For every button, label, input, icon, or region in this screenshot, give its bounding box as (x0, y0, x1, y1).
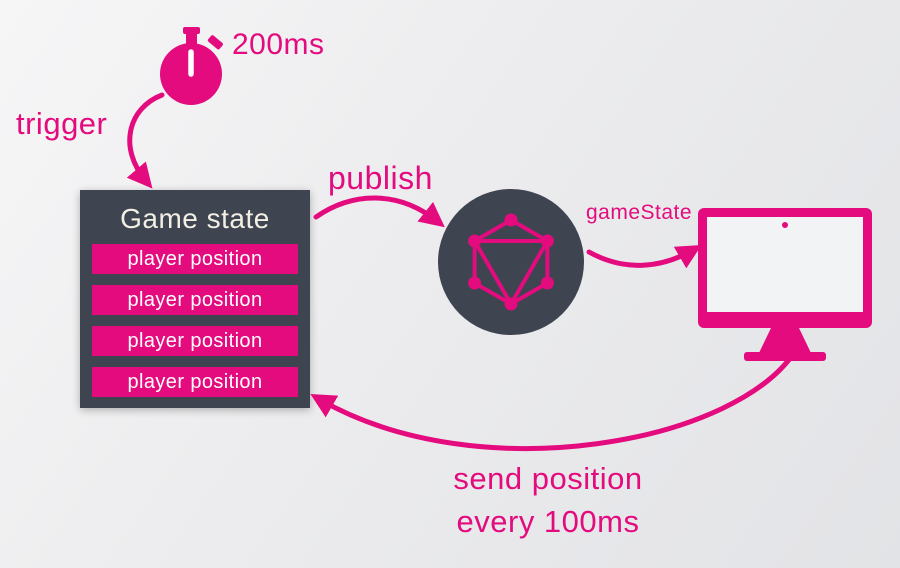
graphql-logo-icon (438, 189, 584, 335)
player-position-row: player position (92, 244, 298, 274)
timer-interval-label: 200ms (232, 28, 325, 61)
player-position-row: player position (92, 285, 298, 315)
monitor-icon (698, 208, 872, 361)
publish-arrow (313, 195, 445, 228)
send-position-arrow (310, 345, 800, 452)
gamestate-event-label: gameState (586, 201, 693, 224)
player-position-row: player position (92, 367, 298, 397)
send-position-label: send position every 100ms (398, 458, 698, 544)
publish-label: publish (328, 160, 433, 196)
send-position-line1: send position (453, 461, 643, 496)
player-position-row: player position (92, 326, 298, 356)
game-state-box: Game state player position player positi… (80, 190, 310, 408)
game-state-title: Game state (120, 203, 270, 234)
trigger-label: trigger (16, 106, 108, 141)
gamestate-arrow (586, 244, 702, 269)
trigger-arrow (126, 92, 165, 189)
stopwatch-icon (160, 27, 223, 105)
send-position-line2: every 100ms (456, 503, 640, 539)
